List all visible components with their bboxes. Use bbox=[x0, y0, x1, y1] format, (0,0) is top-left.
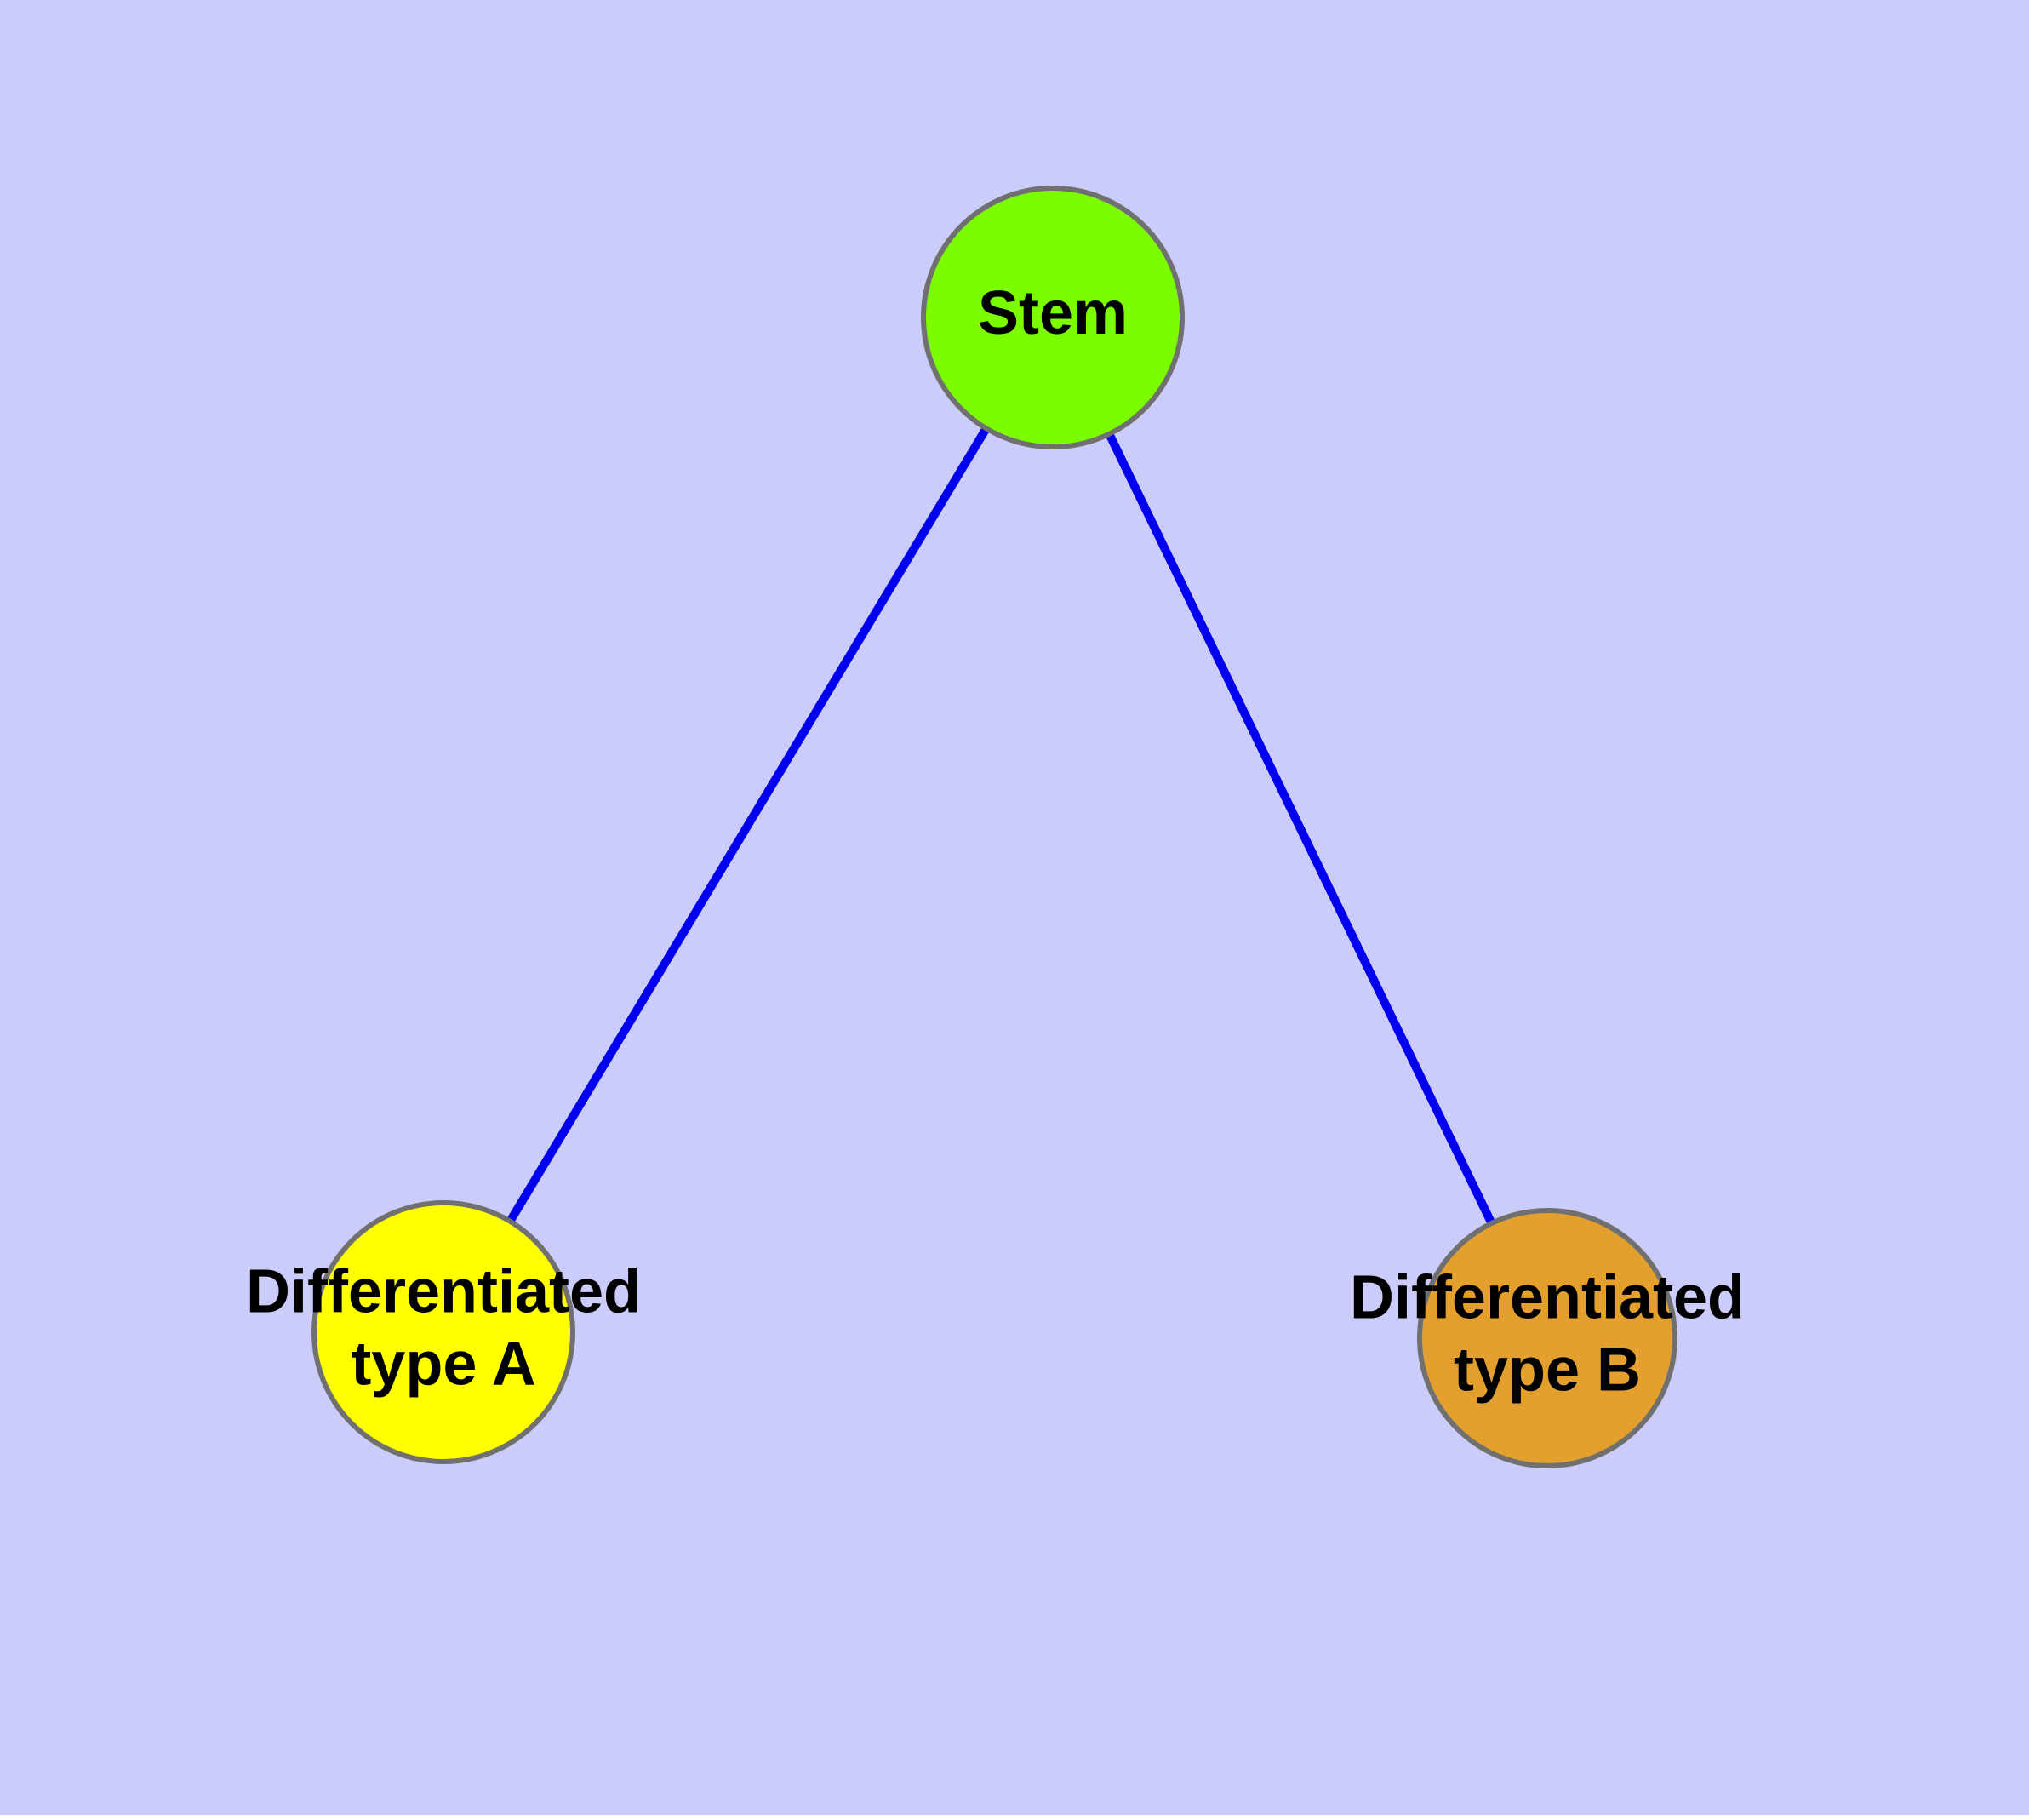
edge-stem-to-differentiated-type-b bbox=[1049, 315, 1552, 1341]
node-stem-circle[interactable] bbox=[921, 186, 1185, 449]
node-differentiated-type-b[interactable] bbox=[1417, 1208, 1677, 1468]
node-differentiated-type-a-circle[interactable] bbox=[311, 1200, 575, 1464]
edges-layer bbox=[439, 315, 1552, 1341]
node-differentiated-type-a[interactable] bbox=[311, 1200, 575, 1464]
nodes-layer bbox=[311, 186, 1677, 1468]
edge-stem-to-differentiated-type-a bbox=[439, 315, 1057, 1335]
node-differentiated-type-b-circle[interactable] bbox=[1417, 1208, 1677, 1468]
node-stem-label: Stem bbox=[978, 279, 1128, 347]
node-stem[interactable] bbox=[921, 186, 1185, 449]
